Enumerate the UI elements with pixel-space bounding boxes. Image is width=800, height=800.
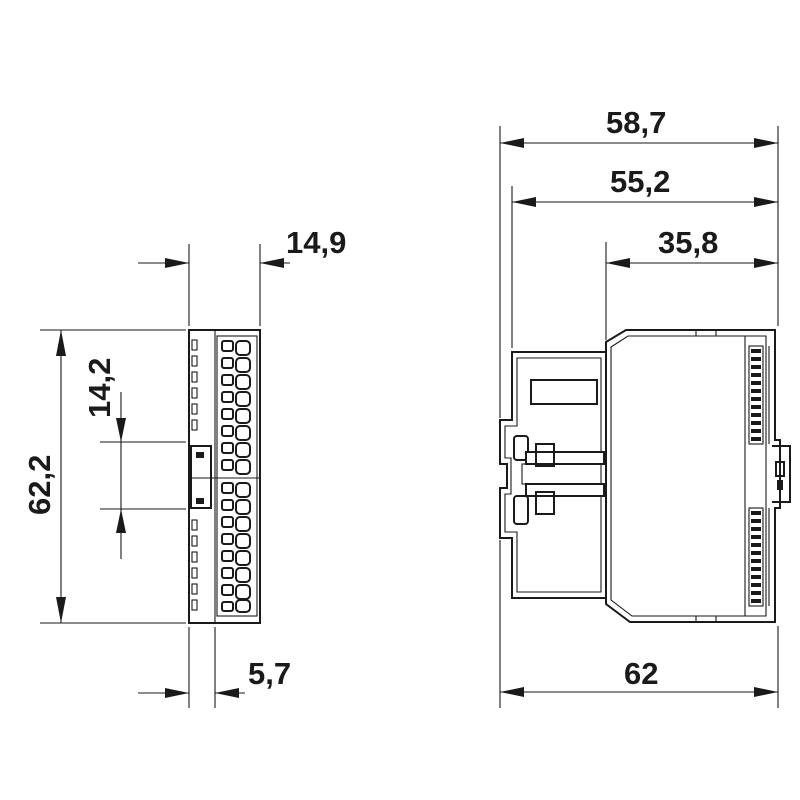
terminal-block: [216, 335, 258, 617]
dim-pitch: 14,2: [82, 358, 186, 559]
side-terminals-top: [748, 345, 770, 445]
dim-label-depth-total: 58,7: [606, 105, 666, 140]
front-view: [188, 329, 261, 624]
front-vent-slots: [191, 339, 198, 611]
dim-label-width-front: 14,9: [286, 225, 346, 260]
front-latch: [190, 445, 212, 509]
dim-label-height-total: 62,2: [22, 455, 57, 515]
side-housing: [605, 329, 781, 623]
front-housing: [188, 329, 261, 624]
dim-label-depth-rail: 55,2: [610, 164, 670, 199]
dim-width-front: 14,9: [138, 225, 346, 326]
din-rail-bracket: [499, 351, 607, 599]
side-front-clip: [772, 445, 791, 503]
dim-offset-bottom: 5,7: [138, 627, 291, 708]
dim-height-total: 62,2: [22, 329, 186, 624]
dim-label-depth-base: 62: [624, 656, 658, 691]
dim-label-depth-housing: 35,8: [658, 225, 718, 260]
side-terminals-bottom: [748, 507, 770, 607]
dim-depth-base: 62: [499, 540, 779, 708]
dim-label-offset-bottom: 5,7: [248, 656, 291, 691]
side-view: [499, 329, 791, 623]
dim-label-pitch: 14,2: [82, 358, 117, 418]
dim-depth-total: 58,7: [499, 105, 779, 418]
dim-depth-rail: 55,2: [511, 164, 778, 348]
dim-depth-housing: 35,8: [605, 225, 778, 340]
